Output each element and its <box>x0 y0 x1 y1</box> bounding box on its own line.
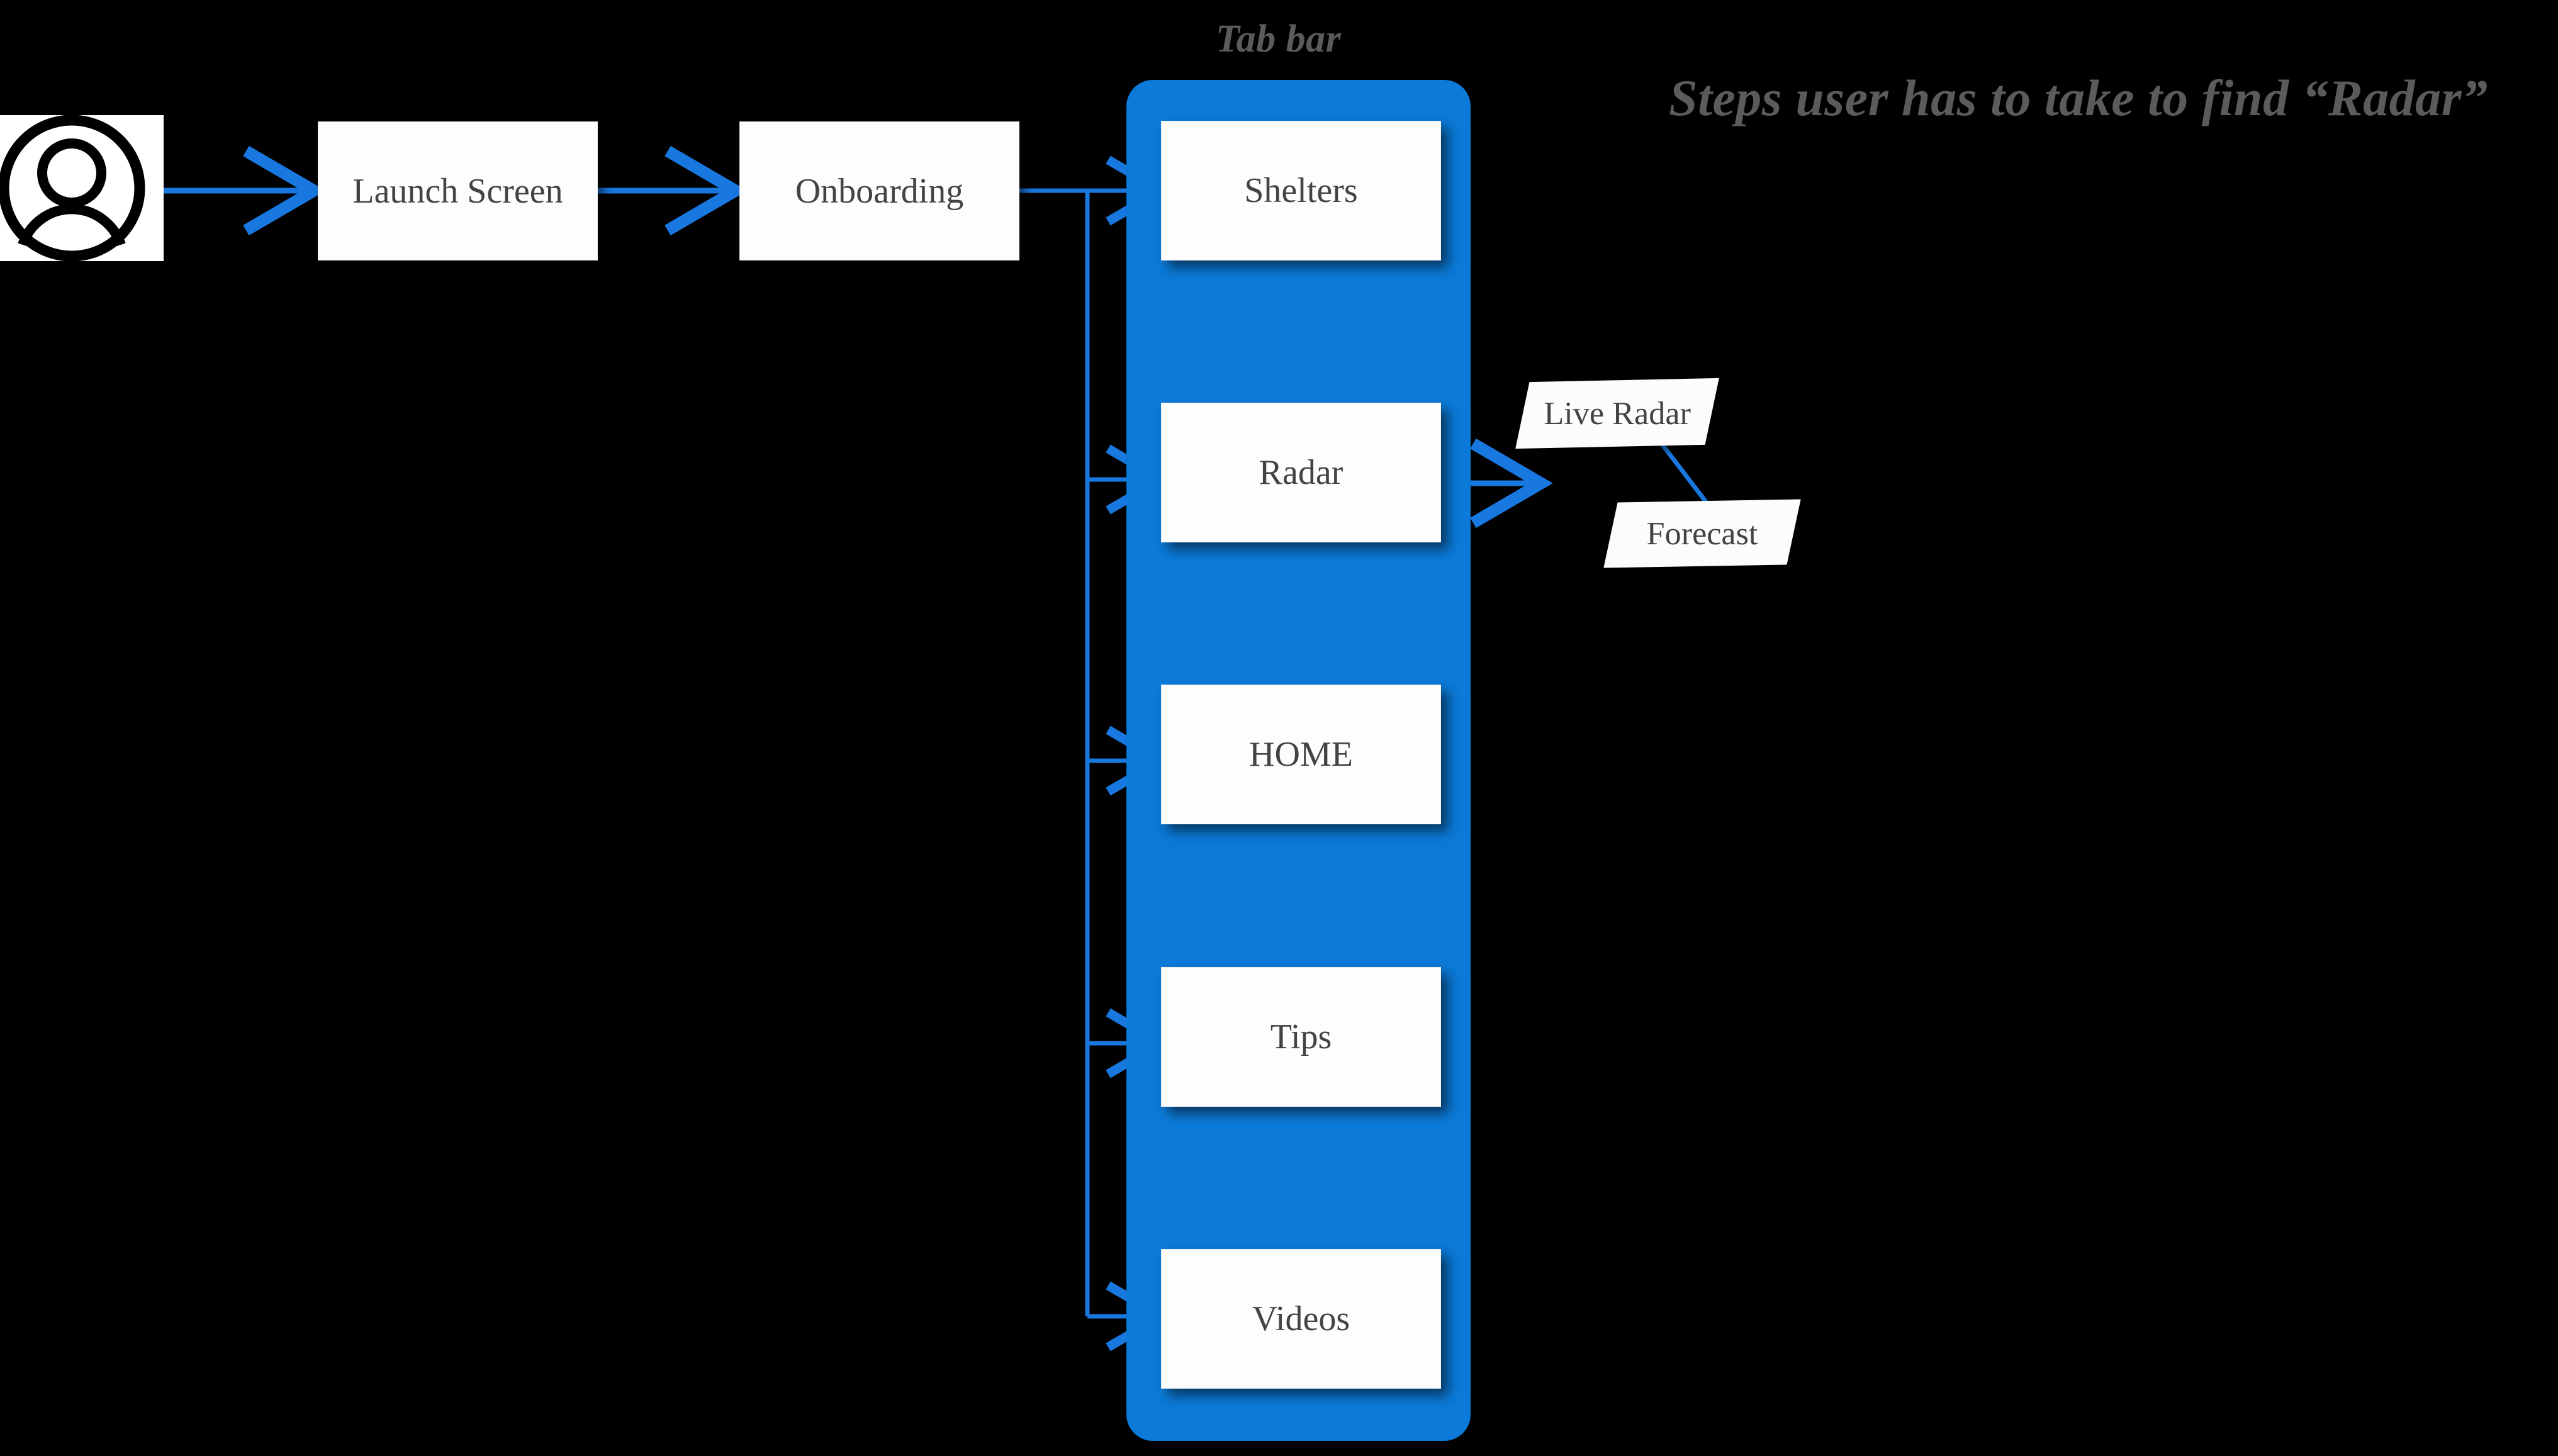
node-onboarding-label: Onboarding <box>795 171 964 211</box>
tab-bar-annotation: Tab bar <box>1216 18 1342 60</box>
steps-annotation: Steps user has to take to find “Radar” <box>1669 69 2488 126</box>
tab-item-shelters-label: Shelters <box>1244 171 1358 210</box>
tab-item-videos-label: Videos <box>1252 1299 1350 1338</box>
user-avatar <box>0 115 164 262</box>
node-forecast-label: Forecast <box>1646 515 1758 552</box>
tab-item-radar-label: Radar <box>1259 453 1344 492</box>
tab-item-videos[interactable]: Videos <box>1161 1249 1441 1389</box>
user-avatar-icon <box>0 115 145 262</box>
tab-item-shelters[interactable]: Shelters <box>1161 121 1441 260</box>
tab-item-radar[interactable]: Radar <box>1161 403 1441 542</box>
node-launch-screen-label: Launch Screen <box>352 171 563 211</box>
node-live-radar-label: Live Radar <box>1544 395 1691 432</box>
node-live-radar[interactable]: Live Radar <box>1515 378 1719 449</box>
node-forecast[interactable]: Forecast <box>1603 499 1801 568</box>
node-launch-screen[interactable]: Launch Screen <box>318 121 598 260</box>
tab-item-tips-label: Tips <box>1270 1017 1332 1056</box>
node-onboarding[interactable]: Onboarding <box>739 121 1019 260</box>
tab-item-tips[interactable]: Tips <box>1161 967 1441 1107</box>
tab-item-home[interactable]: HOME <box>1161 685 1441 824</box>
tab-item-home-label: HOME <box>1249 735 1353 774</box>
